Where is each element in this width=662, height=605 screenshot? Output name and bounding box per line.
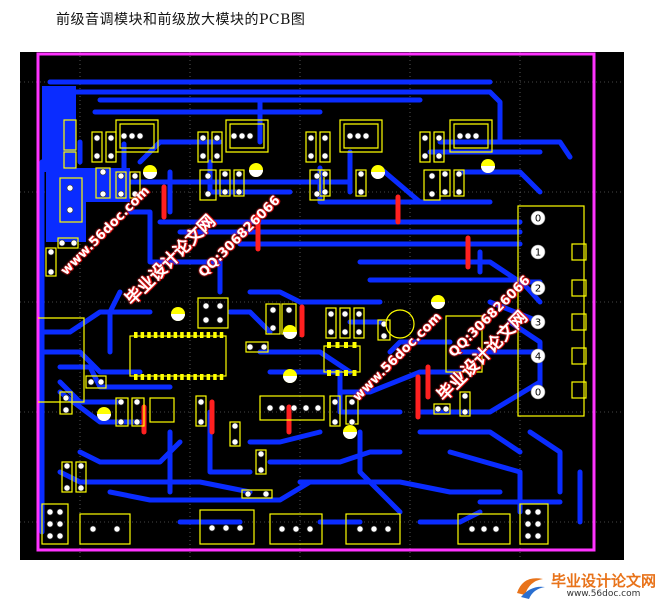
figure-caption: 前级音调模块和前级放大模块的PCB图 [56,12,306,28]
logo-url: www.56doc.com [566,589,641,599]
connector-pin-label: 3 [535,318,541,329]
board-outline [36,52,596,552]
connector-pin-label: 0 [535,388,541,399]
pcb-board: 0 1 2 3 4 0 [20,52,624,560]
component-pads [46,132,542,540]
silkscreen [38,119,587,545]
connector-pin-label: 4 [535,352,541,363]
connector-pin [530,244,546,260]
connector-pin [530,348,546,364]
ic-pins [134,332,357,380]
connector-labels: 0 1 2 3 4 0 [530,210,546,400]
connector-pin [530,280,546,296]
connector-pin-label: 1 [535,248,541,259]
copper-traces [37,79,583,535]
pcb-layout: 0 1 2 3 4 0 [20,52,624,560]
logo-text: 毕业设计论文网 [550,572,656,590]
capacitors [97,159,495,439]
logo-swirl-icon [513,573,547,599]
connector-pin [530,210,546,226]
connector-pin [530,384,546,400]
connector-pin-label: 0 [535,214,541,225]
connector-pin [530,314,546,330]
site-logo: 毕业设计论文网 www.56doc.com [513,573,656,599]
connector-pin-label: 2 [535,284,541,295]
